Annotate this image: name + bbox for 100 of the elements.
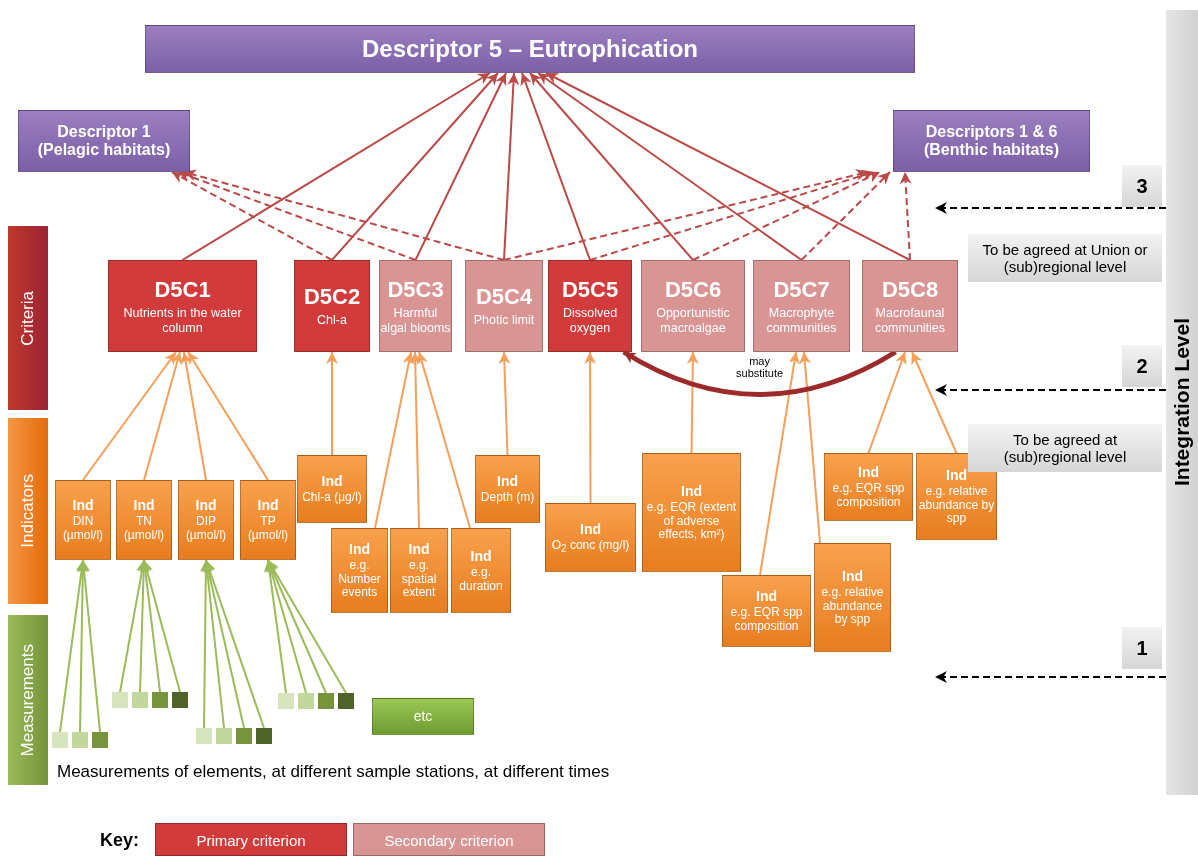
connector-arrow: [187, 351, 269, 481]
etc-box: [372, 698, 474, 735]
connector-arrow: [59, 559, 88, 733]
indicator-name: e.g. relative abundance by spp: [917, 484, 996, 527]
indicator-code: Ind: [195, 497, 217, 514]
connector-arrow: [498, 351, 511, 456]
indicator-box: [240, 480, 296, 560]
indicator-box: [642, 453, 741, 572]
indicator-box: [331, 528, 388, 613]
indicator-box: [545, 503, 636, 572]
connector-arrow: [899, 171, 912, 261]
measurement-square: [92, 732, 108, 748]
connector-arrow: [622, 349, 897, 397]
indicator-code: Ind: [580, 520, 601, 537]
criterion-code: D5C3: [387, 276, 444, 303]
measurement-square: [256, 728, 272, 744]
indicator-name: TP (µmol/l): [246, 515, 290, 543]
criterion-box: [753, 260, 850, 352]
integration-bar: [1166, 10, 1198, 795]
note-box: [968, 234, 1162, 282]
criterion-name: Macrofaunal communities: [873, 306, 947, 335]
indicator-code: Ind: [470, 547, 492, 564]
criterion-code: D5C1: [154, 276, 211, 303]
connector-arrow: [545, 72, 911, 261]
indicator-code: Ind: [133, 497, 155, 514]
connector-arrow: [911, 351, 958, 454]
criterion-box: [641, 260, 745, 352]
connector-arrow: [180, 351, 207, 481]
criterion-name: Macrophyte communities: [765, 306, 838, 335]
criterion-name: Opportunistic macroalgae: [655, 306, 731, 335]
connector-arrow: [331, 72, 499, 261]
level-band: [8, 615, 48, 785]
indicator-code: Ind: [257, 497, 279, 514]
connector-arrow: [529, 72, 694, 261]
indicator-box: [916, 453, 997, 540]
measurement-square: [278, 693, 294, 709]
connector-arrow: [800, 171, 891, 261]
connector-arrow: [934, 384, 1167, 396]
indicator-name: DIN (µmol/l): [61, 515, 105, 543]
criterion-box: [379, 260, 452, 352]
indicator-code: Ind: [756, 588, 777, 605]
connector-arrow: [934, 202, 1167, 214]
indicator-code: Ind: [842, 567, 863, 584]
indicator-name: e.g. EQR (extent of adverse effects, km²): [645, 500, 738, 543]
criterion-box: [108, 260, 257, 352]
indicator-name: e.g. relative abundance by spp: [820, 585, 885, 628]
descriptor-box: [18, 110, 190, 172]
key-heading: Key:: [100, 830, 139, 851]
level-number: 2: [1136, 354, 1148, 378]
connector-arrow: [692, 171, 881, 261]
indicator-box: [814, 543, 891, 652]
indicator-box: [55, 480, 111, 560]
indicator-box: [116, 480, 172, 560]
indicator-box: [824, 453, 913, 521]
level-number: 1: [1136, 636, 1148, 660]
criterion-box: [862, 260, 958, 352]
criterion-name: Dissolved oxygen: [561, 306, 619, 335]
connector-arrow: [409, 351, 422, 529]
indicator-code: Ind: [408, 540, 430, 557]
criterion-box: [294, 260, 370, 352]
level-number-box: [1122, 627, 1162, 669]
criterion-box: [548, 260, 632, 352]
legend-key: Primary criterion: [155, 823, 347, 856]
box-subheading: (Pelagic habitats): [37, 141, 171, 160]
title-box: [145, 25, 915, 73]
connector-arrow: [686, 351, 699, 454]
band-label: Criteria: [18, 290, 38, 346]
connector-arrow: [759, 351, 800, 576]
indicator-code: Ind: [72, 497, 94, 514]
note-box: [968, 424, 1162, 472]
indicator-box: [475, 455, 540, 523]
connector-arrow: [181, 72, 491, 261]
indicator-code: Ind: [946, 466, 967, 483]
criterion-name: Harmful algal blooms: [380, 306, 451, 335]
measurement-square: [318, 693, 334, 709]
indicator-name: TN (µmol/l): [122, 515, 166, 543]
indicator-name: e.g. Number events: [337, 558, 382, 601]
connector-arrow: [171, 171, 333, 261]
measurement-square: [236, 728, 252, 744]
criterion-code: D5C7: [773, 276, 830, 303]
measurement-square: [112, 692, 128, 708]
indicator-name: e.g. EQR spp composition: [729, 606, 804, 634]
connector-arrow: [267, 559, 347, 694]
indicator-code: Ind: [497, 473, 518, 490]
title-text: Descriptor 5 – Eutrophication: [361, 35, 699, 63]
descriptor-box: [893, 110, 1090, 172]
note-text: To be agreed at Union or (sub)regional level: [981, 240, 1149, 276]
connector-arrow: [326, 351, 338, 456]
indicator-name: e.g. duration: [458, 565, 504, 594]
criterion-code: D5C6: [664, 276, 722, 303]
level-band: [8, 226, 48, 410]
connector-arrow: [503, 72, 520, 261]
measurement-square: [132, 692, 148, 708]
indicator-name: Chl-a (µg/l): [302, 491, 362, 505]
criterion-code: D5C8: [881, 276, 939, 303]
measurement-square: [152, 692, 168, 708]
indicator-name: O$_{2}$ conc (mg/l): [551, 538, 630, 555]
level-band: [8, 418, 48, 604]
indicator-name: e.g. EQR spp composition: [831, 482, 906, 510]
criterion-code: D5C5: [561, 276, 619, 303]
